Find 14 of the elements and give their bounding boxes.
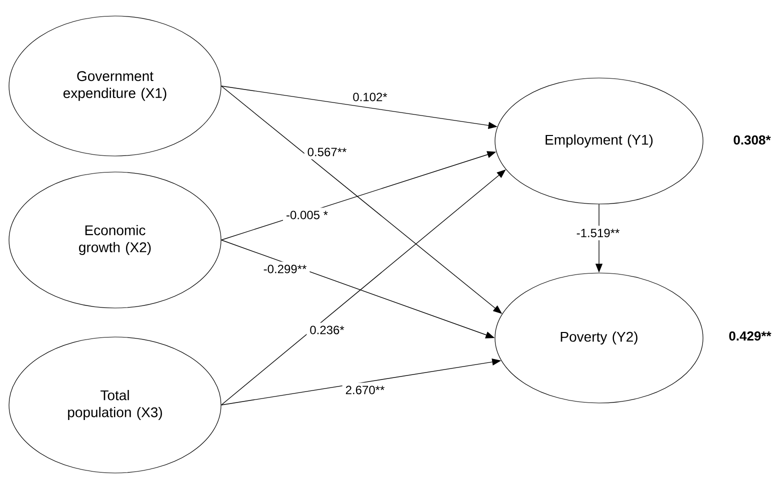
ellipse-node: Government expenditure (X1) <box>8 16 222 156</box>
edge-label: 0.236* <box>306 322 348 338</box>
edge-label: 0.567** <box>304 144 350 160</box>
ellipse-node: Total population (X3) <box>8 336 222 474</box>
r-squared-value: 0.308* <box>734 135 771 145</box>
ellipse-node: Economic growth (X2) <box>8 172 222 308</box>
edge-label: -0.005 * <box>283 208 332 222</box>
edge-label: -0.299** <box>260 262 310 276</box>
edge-label: 0.102* <box>350 90 390 104</box>
edge-label: -1.519** <box>573 226 623 240</box>
edge-label: 2.670** <box>342 382 388 398</box>
r-squared-value: 0.429** <box>729 331 772 341</box>
ellipse-node: Employment (Y1) <box>494 78 704 204</box>
ellipse-node: Poverty (Y2) <box>494 272 704 404</box>
